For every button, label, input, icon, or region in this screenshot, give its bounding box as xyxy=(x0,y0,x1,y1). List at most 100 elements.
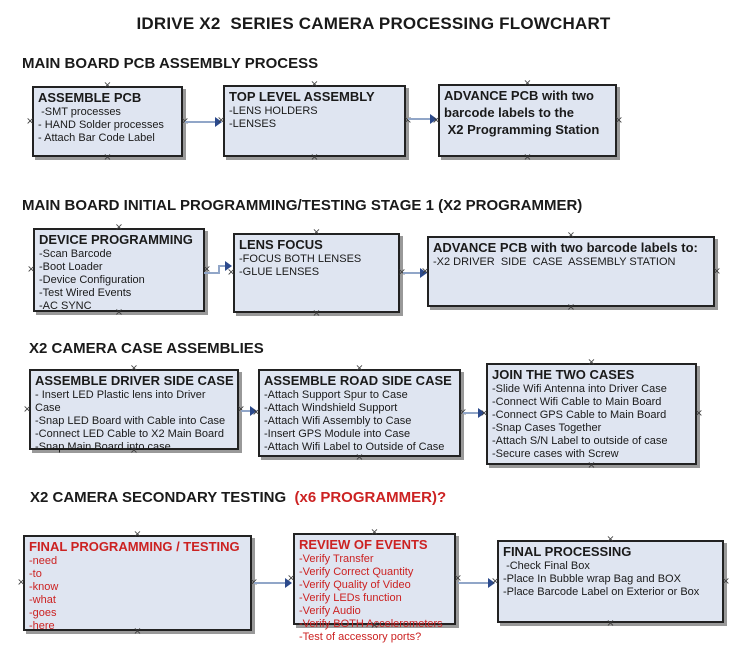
box-item: -here xyxy=(29,620,55,632)
box-title: ASSEMBLE ROAD SIDE CASE xyxy=(264,373,452,388)
page-title: IDRIVE X2 SERIES CAMERA PROCESSING FLOWC… xyxy=(136,14,611,33)
box-item: -Secure cases with Screw xyxy=(492,448,619,460)
connection-point xyxy=(252,408,260,418)
connection-point xyxy=(312,309,320,319)
connection-point xyxy=(615,116,623,126)
box-title-line: ADVANCE PCB with two xyxy=(444,88,594,103)
box-title: FINAL PROGRAMMING / TESTING xyxy=(29,539,240,554)
box-item: -Check Final Box xyxy=(503,560,590,572)
box-item: - HAND Solder processes xyxy=(38,119,164,131)
connection-point xyxy=(523,79,531,89)
arrow-line xyxy=(458,582,489,584)
connection-point xyxy=(103,81,111,91)
connection-point xyxy=(587,461,595,471)
connection-point xyxy=(421,267,429,277)
box-item: - Insert LED Plastic lens into Driver Ca… xyxy=(35,389,209,414)
box-item: -Test of accessory ports? xyxy=(299,631,422,643)
arrow-line xyxy=(254,582,286,584)
box-title: ASSEMBLE DRIVER SIDE CASE xyxy=(35,373,234,388)
connection-point xyxy=(115,308,123,318)
box-item: -know xyxy=(29,581,59,593)
box-item: -Attach Wifi Assembly to Case xyxy=(264,415,412,427)
arrow-line xyxy=(403,272,421,274)
box-item: -Verify BOTH Accelerometers xyxy=(299,618,443,630)
connection-point xyxy=(310,80,318,90)
connection-point xyxy=(567,303,575,313)
connection-point xyxy=(567,231,575,241)
connection-point xyxy=(722,577,730,587)
flow-box-review-of-events: REVIEW OF EVENTS -Verify Transfer -Verif… xyxy=(293,533,456,643)
connection-point xyxy=(370,621,378,631)
flow-box-assemble-pcb: ASSEMBLE PCB -SMT processes - HAND Solde… xyxy=(32,86,183,157)
box-item: -Slide Wifi Antenna into Driver Case xyxy=(492,383,667,395)
flow-box-advance-pcb-driver-side: ADVANCE PCB with two barcode labels to: … xyxy=(427,236,715,307)
box-title: TOP LEVEL ASSEMBLY xyxy=(229,89,375,104)
box-item: -Attach Windshield Support xyxy=(264,402,398,414)
box-title: ASSEMBLE PCB xyxy=(38,90,142,105)
heading-black-part: X2 CAMERA SECONDARY TESTING xyxy=(30,489,295,506)
box-item: -Verify LEDs function xyxy=(299,592,402,604)
connection-point xyxy=(491,577,499,587)
box-title: REVIEW OF EVENTS xyxy=(299,537,428,552)
box-title: ADVANCE PCB with two barcode labels to: xyxy=(433,240,698,255)
connection-point xyxy=(26,117,34,127)
heading-red-part: (x6 PROGRAMMER)? xyxy=(294,489,447,506)
box-item: -Place In Bubble wrap Bag and BOX xyxy=(503,573,681,585)
connection-point xyxy=(312,228,320,238)
arrow-line xyxy=(185,121,216,123)
connection-point xyxy=(133,530,141,540)
box-item: -Verify Transfer xyxy=(299,553,374,565)
box-item: -Attach Wifi Label to Outside of Case xyxy=(264,441,445,453)
connection-point xyxy=(217,116,225,126)
box-title-line: barcode labels to the xyxy=(444,105,575,120)
connection-point xyxy=(355,453,363,463)
connection-point xyxy=(355,364,363,374)
box-item: -Connect LED Cable to X2 Main Board xyxy=(35,428,224,440)
connection-point xyxy=(130,446,138,456)
connection-point xyxy=(17,578,25,588)
connection-point xyxy=(23,405,31,415)
box-title: JOIN THE TWO CASES xyxy=(492,367,635,382)
box-item: -Attach S/N Label to outside of case xyxy=(492,435,668,447)
connection-point xyxy=(103,153,111,163)
arrow-line xyxy=(463,412,479,414)
box-item: -X2 DRIVER SIDE CASE ASSEMBLY STATION xyxy=(433,256,676,268)
connection-point xyxy=(130,364,138,374)
connection-point xyxy=(287,574,295,584)
connection-point xyxy=(227,268,235,278)
flow-box-join-two-cases: JOIN THE TWO CASES -Slide Wifi Antenna i… xyxy=(486,363,697,465)
connection-point xyxy=(115,223,123,233)
box-item: -Verify Audio xyxy=(299,605,361,617)
flow-box-device-programming: DEVICE PROGRAMMING -Scan Barcode -Boot L… xyxy=(33,228,205,312)
arrow-line xyxy=(408,118,431,120)
box-item: -AC SYNC xyxy=(39,300,92,312)
flow-arrow xyxy=(458,578,495,588)
flow-box-top-level-assembly: TOP LEVEL ASSEMBLY -LENS HOLDERS -LENSES xyxy=(223,85,406,157)
box-item: -Device Configuration xyxy=(39,274,145,286)
flow-box-assemble-road-side-case: ASSEMBLE ROAD SIDE CASE -Attach Support … xyxy=(258,369,461,457)
box-item: -SMT processes xyxy=(38,106,121,118)
box-item: - Attach Bar Code Label xyxy=(38,132,155,144)
connection-point xyxy=(480,409,488,419)
connection-point xyxy=(310,153,318,163)
box-item: -Test Wired Events xyxy=(39,287,132,299)
flow-box-final-programming-testing: FINAL PROGRAMMING / TESTING -need -to -k… xyxy=(23,535,252,632)
connection-point xyxy=(432,116,440,126)
box-item: -Snap Cases Together xyxy=(492,422,602,434)
box-item: -Place Barcode Label on Exterior or Box xyxy=(503,586,700,598)
connection-point xyxy=(695,409,703,419)
connection-point xyxy=(713,267,721,277)
section-heading-pcb-assembly: MAIN BOARD PCB ASSEMBLY PROCESS xyxy=(22,55,319,72)
box-item: -Verify Quality of Video xyxy=(299,579,411,591)
box-item: -Scan Barcode xyxy=(39,248,112,260)
connection-point xyxy=(370,528,378,538)
connection-point xyxy=(606,535,614,545)
flow-box-advance-pcb-programming-station: ADVANCE PCB with two barcode labels to t… xyxy=(438,84,617,157)
box-item: -Verify Correct Quantity xyxy=(299,566,414,578)
connection-point xyxy=(133,627,141,637)
flow-box-lens-focus: LENS FOCUS -FOCUS BOTH LENSES -GLUE LENS… xyxy=(233,233,400,313)
flow-box-assemble-driver-side-case: ASSEMBLE DRIVER SIDE CASE - Insert LED P… xyxy=(29,369,239,453)
section-heading-secondary-testing: X2 CAMERA SECONDARY TESTING (x6 PROGRAMM… xyxy=(30,489,446,506)
arrow-line xyxy=(241,410,251,412)
